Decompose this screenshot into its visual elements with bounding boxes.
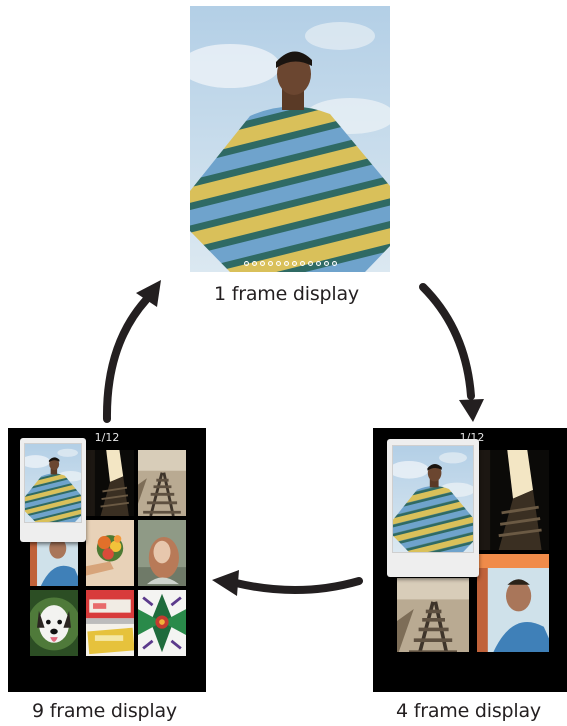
page-dot (283, 261, 289, 266)
page-dot (251, 261, 257, 266)
page-indicator (190, 261, 390, 266)
single-frame-caption: 1 frame display (214, 283, 359, 305)
page-dot (315, 261, 321, 266)
photo-portrait (24, 443, 82, 523)
page-dot (307, 261, 313, 266)
arrow-nine-to-single (102, 280, 161, 423)
instax-frame (387, 439, 479, 577)
four-frame-screen: 1/12 (373, 428, 567, 692)
nine-frame-screen: 1/12 (8, 428, 206, 692)
arrow-four-to-nine (212, 570, 363, 596)
page-dot (267, 261, 273, 266)
photo-counter: 1/12 (94, 431, 120, 444)
single-frame-display (190, 6, 390, 272)
page-dot (299, 261, 305, 266)
instax-frame (20, 438, 86, 542)
page-dot (243, 261, 249, 266)
photo-portrait (392, 445, 474, 553)
page-dot (291, 261, 297, 266)
nine-frame-caption: 9 frame display (32, 700, 177, 722)
arrow-single-to-four (419, 283, 484, 422)
page-dot (275, 261, 281, 266)
page-dot (259, 261, 265, 266)
page-dot (331, 261, 337, 266)
four-frame-caption: 4 frame display (396, 700, 541, 722)
page-dot (323, 261, 329, 266)
